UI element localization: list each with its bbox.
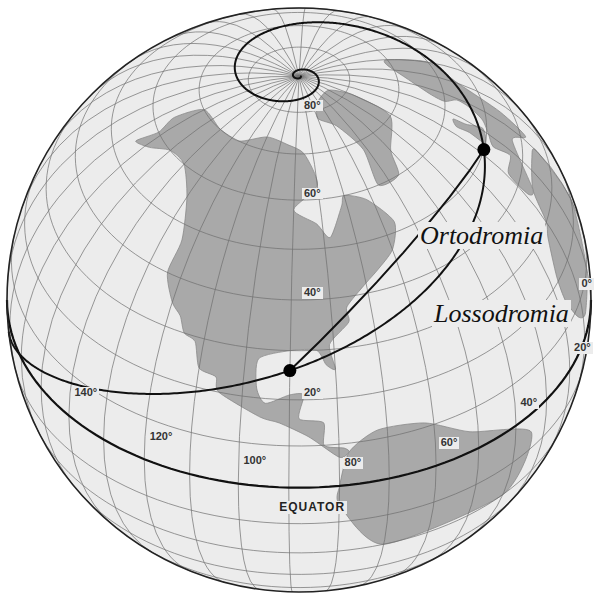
latitude-label: 40° bbox=[302, 287, 323, 299]
longitude-label: 120° bbox=[148, 431, 175, 443]
loxodrome-line bbox=[9, 22, 485, 394]
latitude-label: 20° bbox=[302, 387, 323, 399]
graticule bbox=[7, 8, 591, 592]
longitude-label: 60° bbox=[439, 437, 460, 449]
longitude-label: 40° bbox=[518, 397, 539, 409]
longitude-label: 140° bbox=[72, 387, 99, 399]
latitude-label: 60° bbox=[302, 188, 323, 200]
graticule-lines bbox=[7, 8, 591, 592]
land-mass bbox=[136, 109, 396, 457]
route-name: Ortodromia bbox=[418, 222, 545, 249]
land-mass bbox=[384, 60, 533, 196]
route-name: Lossodromia bbox=[432, 300, 571, 327]
orthodrome-line bbox=[290, 150, 484, 371]
longitude-label: 100° bbox=[241, 455, 268, 467]
longitude-label: 80° bbox=[343, 457, 364, 469]
latitude-label: 80° bbox=[302, 100, 323, 112]
equator-label: EQUATOR bbox=[277, 501, 347, 514]
equator-line bbox=[7, 300, 591, 488]
route-endpoint bbox=[283, 364, 296, 377]
longitude-label: 0° bbox=[579, 278, 594, 290]
route-endpoint bbox=[477, 143, 490, 156]
globe-outline bbox=[7, 8, 591, 592]
longitude-label: 20° bbox=[572, 342, 593, 354]
ocean bbox=[7, 8, 591, 592]
